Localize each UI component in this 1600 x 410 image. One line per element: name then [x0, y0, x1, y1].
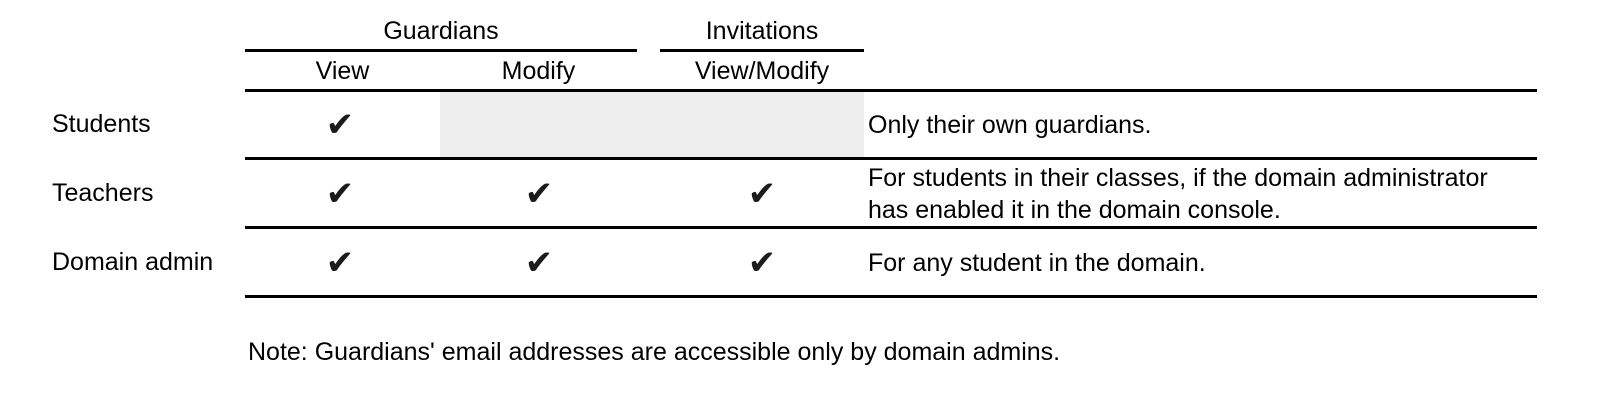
column-header-invitations-viewmodify: View/Modify [694, 57, 830, 85]
check-icon-teachers-invitations-viewmodify: ✔ [747, 174, 777, 214]
row-note-teachers: For students in their classes, if the do… [868, 164, 1488, 224]
table-row-rule-1 [245, 157, 1537, 160]
table-bottom-rule [245, 295, 1537, 298]
column-group-rule-invitations [660, 49, 864, 52]
column-group-header-invitations: Invitations [705, 17, 819, 45]
cell-shaded-students-not-applicable [440, 92, 864, 157]
check-icon-domain-admin-guardians-modify: ✔ [524, 243, 554, 283]
row-label-students: Students [52, 110, 151, 138]
check-icon-domain-admin-invitations-viewmodify: ✔ [747, 243, 777, 283]
table-row-rule-2 [245, 226, 1537, 229]
table-header-rule [245, 89, 1537, 92]
column-header-guardians-view: View [315, 57, 370, 85]
row-label-teachers: Teachers [52, 179, 154, 207]
check-icon-teachers-guardians-modify: ✔ [524, 174, 554, 214]
check-icon-teachers-guardians-view: ✔ [325, 174, 355, 214]
table-footnote: Note: Guardians' email addresses are acc… [248, 338, 1061, 366]
check-icon-students-guardians-view: ✔ [325, 105, 355, 145]
column-group-rule-guardians [245, 49, 637, 52]
column-group-header-guardians: Guardians [383, 17, 499, 45]
check-icon-domain-admin-guardians-view: ✔ [325, 243, 355, 283]
column-header-guardians-modify: Modify [501, 57, 576, 85]
row-note-students: Only their own guardians. [868, 111, 1152, 139]
row-note-domain-admin: For any student in the domain. [868, 249, 1206, 277]
row-label-domain-admin: Domain admin [52, 248, 214, 276]
